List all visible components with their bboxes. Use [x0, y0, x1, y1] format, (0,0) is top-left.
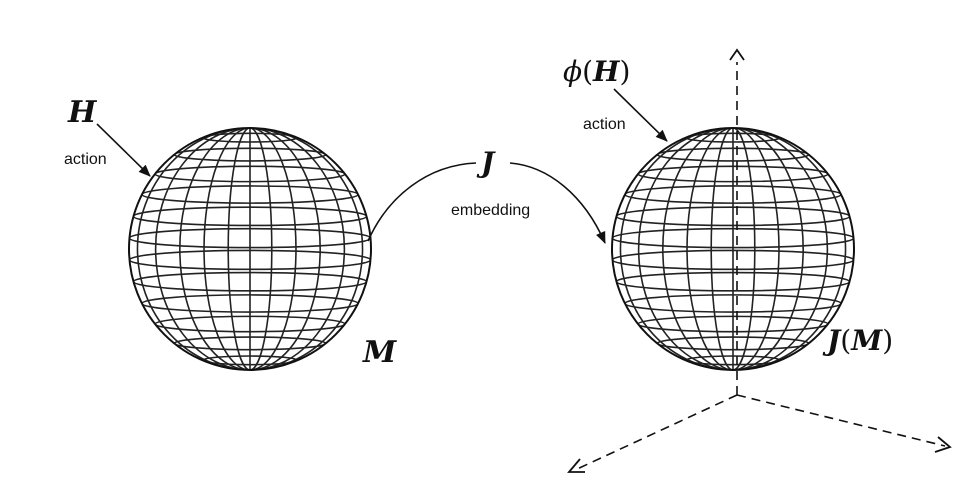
right-manifold-map: J — [822, 324, 842, 357]
sphere-J-of-M-longitude-line — [710, 128, 756, 370]
y-axis-arrowhead — [934, 436, 952, 453]
sphere-M — [128, 127, 372, 371]
embedding-arrow-head — [509, 162, 606, 244]
embedding-map-label: J — [476, 146, 496, 179]
right-manifold-label: J(M) — [822, 324, 893, 357]
sphere-J-of-M-longitude-line — [637, 128, 829, 370]
sphere-M-longitude-line — [203, 128, 297, 370]
right-manifold-inner: M — [850, 324, 883, 357]
right-action-arrow — [613, 88, 668, 142]
z-axis-arrowhead — [729, 48, 745, 61]
coordinate-axes — [567, 48, 952, 473]
left-manifold-label: M — [362, 335, 397, 370]
right-manifold-open-paren: ( — [840, 324, 851, 357]
right-action-phi: ϕ — [563, 55, 582, 88]
right-action-label: ϕ(H) — [563, 55, 630, 88]
sphere-J-of-M-longitude-line — [619, 128, 847, 370]
sphere-M-longitude-line — [227, 128, 273, 370]
sphere-M-longitude-line — [136, 128, 364, 370]
right-manifold-close-paren: ) — [882, 324, 893, 357]
left-action-arrow — [96, 123, 151, 177]
right-action-open-paren: ( — [582, 55, 593, 88]
sphere-M-longitude-line — [154, 128, 346, 370]
sphere-M-outline — [128, 127, 372, 371]
sphere-J-of-M-longitude-line — [686, 128, 780, 370]
sphere-J-of-M — [611, 127, 855, 371]
right-action-operator: H — [592, 55, 621, 88]
x-axis — [574, 394, 738, 471]
right-action-text: action — [583, 116, 626, 133]
right-action-close-paren: ) — [620, 55, 631, 88]
embedding-arrow-tail — [367, 162, 477, 242]
x-axis-arrowhead — [567, 458, 585, 473]
embedding-text: embedding — [451, 202, 530, 219]
sphere-M-longitude-line — [179, 128, 321, 370]
left-action-text: action — [64, 151, 107, 168]
sphere-J-of-M-longitude-line — [662, 128, 804, 370]
y-axis — [736, 394, 946, 447]
sphere-J-of-M-outline — [611, 127, 855, 371]
left-action-operator: H — [67, 95, 98, 130]
